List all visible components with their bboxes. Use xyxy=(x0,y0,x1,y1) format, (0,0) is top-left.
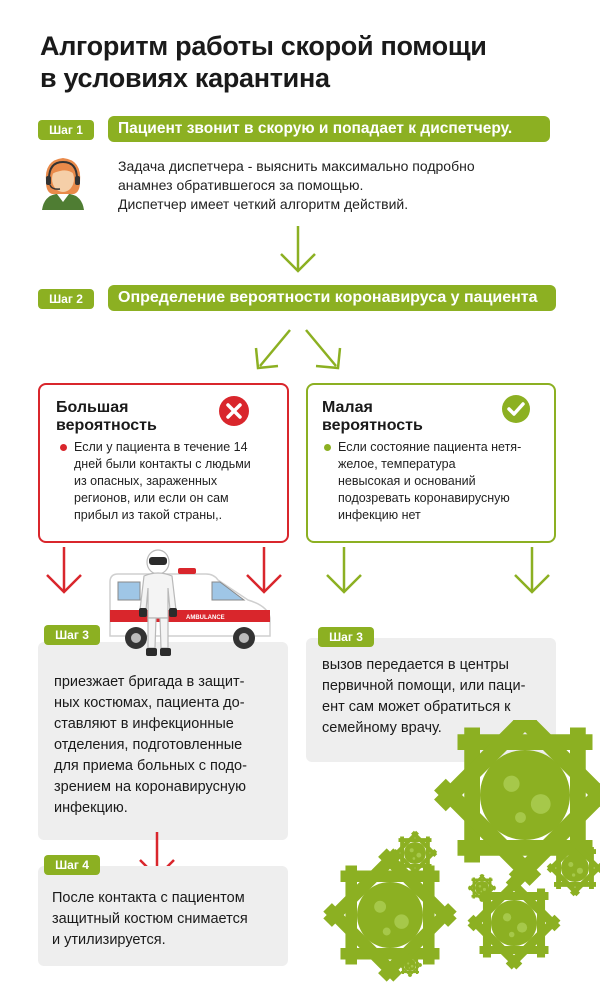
low-prob-line: невысокая и оснований xyxy=(338,474,476,488)
ambulance-icon: AMBULANCE xyxy=(109,568,271,649)
high-probability-title: Большая вероятность xyxy=(56,399,157,435)
step3-left-text: приезжает бригада в защит- ных костюмах,… xyxy=(54,672,284,819)
low-probability-title: Малая вероятность xyxy=(322,399,423,435)
low-probability-title-line: вероятность xyxy=(322,417,423,434)
step3-left-line: зрением на коронавирусную xyxy=(54,779,246,795)
title-line-1: Алгоритм работы скорой помощи xyxy=(40,31,487,61)
step3-left-line: для приема больных с подо- xyxy=(54,758,247,774)
step3-right-line: вызов передается в центры xyxy=(322,657,509,673)
step2-heading: Определение вероятности коронавируса у п… xyxy=(108,285,556,311)
x-circle-icon xyxy=(219,396,249,426)
step3-right-line: семейному врачу. xyxy=(322,720,442,736)
operator-headset-icon xyxy=(42,158,84,210)
step3-right-text: вызов передается в центры первичной помо… xyxy=(322,655,554,739)
virus-icon xyxy=(400,838,430,868)
high-probability-text: Если у пациента в течение 14 дней были к… xyxy=(74,439,284,524)
step4-box xyxy=(38,866,288,966)
arrow-down-icon xyxy=(514,547,550,594)
virus-icon xyxy=(473,879,492,898)
hazmat-medic-icon xyxy=(139,549,177,656)
step3-left-line: приезжает бригада в защит- xyxy=(54,674,245,690)
arrow-down-icon xyxy=(46,547,82,594)
high-probability-card: Большая вероятность Если у пациента в те… xyxy=(38,383,289,543)
step4-line: После контакта с пациентом xyxy=(52,890,245,906)
virus-illustration xyxy=(300,720,600,1000)
virus-icon xyxy=(402,957,418,973)
step1-heading: Пациент звонит в скорую и попадает к дис… xyxy=(108,116,550,142)
step3-left-line: ных костюмах, пациента до- xyxy=(54,695,245,711)
arrow-down-icon xyxy=(246,547,282,594)
high-prob-line: дней были контакты с людьми xyxy=(74,457,251,471)
check-circle-icon xyxy=(502,395,530,423)
step4-line: защитный костюм снимается xyxy=(52,911,248,927)
high-prob-line: прибыл из такой страны,. xyxy=(74,508,223,522)
arrow-down-icon xyxy=(280,226,316,273)
step1-text-line: Задача диспетчера - выяснить максимально… xyxy=(118,158,475,174)
low-prob-line: желое, температура xyxy=(338,457,456,471)
step4-badge: Шаг 4 xyxy=(44,855,100,875)
low-probability-card: Малая вероятность Если состояние пациент… xyxy=(306,383,556,543)
step3-left-line: ставляют в инфекционные xyxy=(54,716,234,732)
bullet-dot xyxy=(60,444,67,451)
virus-icon xyxy=(556,849,594,887)
virus-icon xyxy=(345,870,434,959)
arrow-split-icon xyxy=(254,329,342,370)
ambulance-label: AMBULANCE xyxy=(186,615,225,621)
high-probability-title-line: Большая xyxy=(56,399,129,416)
arrow-down-icon xyxy=(326,547,362,594)
step3-right-badge: Шаг 3 xyxy=(318,627,374,647)
step2-badge: Шаг 2 xyxy=(38,289,94,309)
bullet-dot xyxy=(324,444,331,451)
low-prob-line: инфекцию нет xyxy=(338,508,421,522)
step1-text-line: анамнез обратившегося за помощью. xyxy=(118,177,364,193)
high-prob-line: из опасных, зараженных xyxy=(74,474,218,488)
low-prob-line: подозревать коронавирусную xyxy=(338,491,510,505)
step4-text: После контакта с пациентом защитный кост… xyxy=(52,888,284,951)
step3-right-line: первичной помощи, или паци- xyxy=(322,678,526,694)
step3-right-line: ент сам может обратиться к xyxy=(322,699,511,715)
step1-text-line: Диспетчер имеет четкий алгоритм действий… xyxy=(118,196,409,212)
step3-left-line: инфекцию. xyxy=(54,800,128,816)
low-prob-line: Если состояние пациента нетя- xyxy=(338,440,522,454)
virus-icon xyxy=(483,892,545,954)
step3-left-badge: Шаг 3 xyxy=(44,625,100,645)
step4-line: и утилизируется. xyxy=(52,932,166,948)
title-line-2: в условиях карантина xyxy=(40,63,330,93)
step1-description: Задача диспетчера - выяснить максимально… xyxy=(118,157,558,214)
step3-left-line: отделения, подготовленные xyxy=(54,737,243,753)
step3-left-box xyxy=(38,642,288,840)
high-probability-title-line: вероятность xyxy=(56,417,157,434)
page-title: Алгоритм работы скорой помощи в условиях… xyxy=(40,30,560,94)
low-probability-title-line: Малая xyxy=(322,399,373,416)
high-prob-line: Если у пациента в течение 14 xyxy=(74,440,248,454)
virus-icon xyxy=(464,734,586,856)
high-prob-line: регионов, или если он сам xyxy=(74,491,229,505)
low-probability-text: Если состояние пациента нетя- желое, тем… xyxy=(338,439,553,524)
step1-badge: Шаг 1 xyxy=(38,120,94,140)
